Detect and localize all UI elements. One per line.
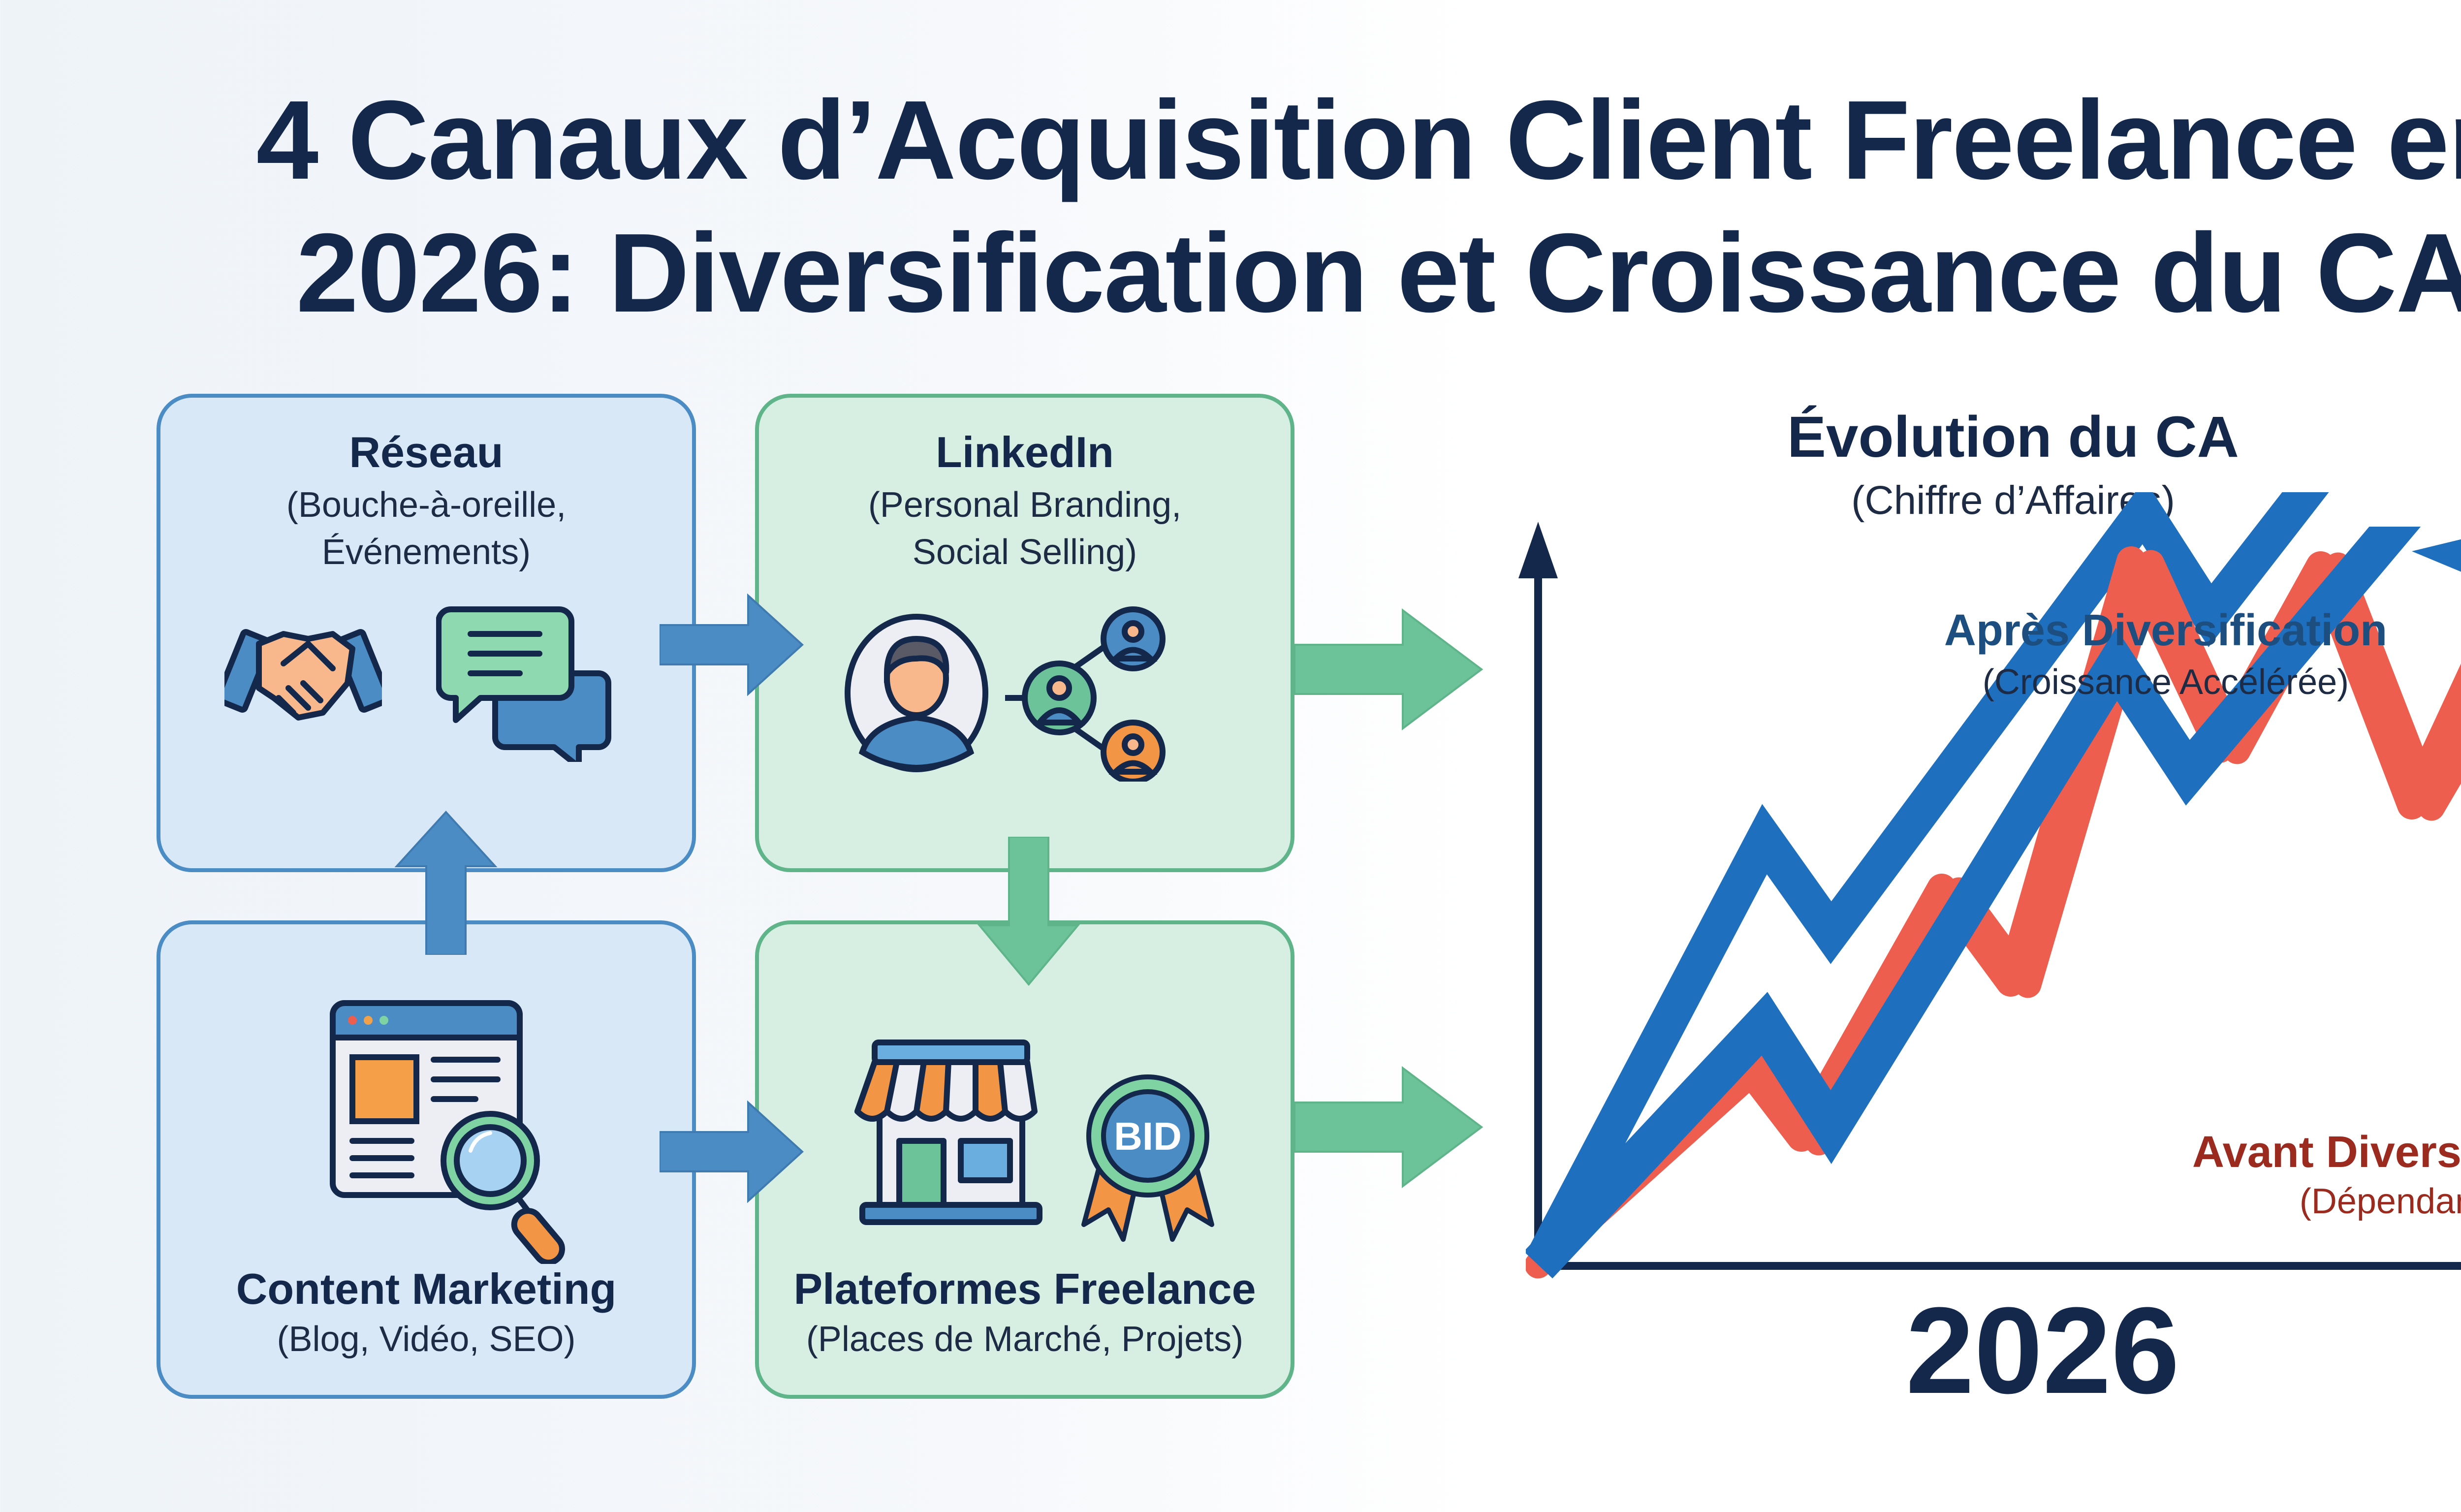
series-after-sub: (Croissance Accélérée) xyxy=(1982,662,2349,702)
channel-card-content-marketing: Content Marketing (Blog, Vidéo, SEO) xyxy=(157,920,696,1399)
arrow-content-to-reseau-icon xyxy=(394,811,498,955)
storefront-icon xyxy=(854,1040,1042,1225)
chart-axes xyxy=(1518,522,2461,1270)
channel-card-plateformes: BID Plateformes Freelance (Places de Mar… xyxy=(755,920,1294,1399)
person-avatar-icon xyxy=(845,614,988,772)
magnifier-icon xyxy=(441,1111,565,1264)
series-after-label: Après Diversification xyxy=(1944,606,2388,655)
after-arrowhead-icon xyxy=(2412,539,2461,572)
channel-card-linkedin: LinkedIn (Personal Branding, Social Sell… xyxy=(755,394,1294,872)
bid-badge-icon: BID xyxy=(1081,1074,1214,1242)
chart-title: Évolution du CA xyxy=(1787,405,2239,470)
arrow-reseau-to-linkedin-icon xyxy=(660,593,804,696)
handshake-icon xyxy=(224,629,382,721)
arrow-linkedin-to-chart-icon xyxy=(1294,608,1483,730)
channel-subtitle: (Bouche-à-oreille, Événements) xyxy=(160,481,692,576)
channel-title: Réseau xyxy=(349,428,504,476)
chart-series-overlay xyxy=(1526,527,2461,1279)
arrow-linkedin-to-plateformes-icon xyxy=(977,837,1080,986)
series-before-sub: (Dépendance) xyxy=(2299,1182,2461,1221)
bid-badge-text: BID xyxy=(1114,1114,1182,1158)
chat-bubbles-icon xyxy=(436,606,611,762)
page-title: 4 Canaux d’Acquisition Client Freelance … xyxy=(0,74,2461,340)
channel-subtitle: (Personal Branding, Social Selling) xyxy=(759,481,1291,576)
channel-subtitle-line: Social Selling) xyxy=(912,533,1137,572)
channel-subtitle-line: (Personal Branding, xyxy=(868,485,1182,525)
arrow-content-to-plateformes-icon xyxy=(660,1100,804,1203)
arrow-plateformes-to-chart-icon xyxy=(1294,1066,1483,1188)
channel-subtitle-line: Événements) xyxy=(321,533,531,572)
channel-subtitle: (Blog, Vidéo, SEO) xyxy=(277,1320,576,1359)
series-after-line xyxy=(1526,492,2329,1269)
channel-title: LinkedIn xyxy=(936,428,1114,476)
channel-subtitle: (Places de Marché, Projets) xyxy=(806,1320,1244,1359)
series-before-label: Avant Diversification xyxy=(2192,1128,2461,1177)
network-people-icon xyxy=(1005,606,1166,782)
x-axis-year-label: 2026 xyxy=(1905,1282,2180,1419)
title-line-2: 2026: Diversification et Croissance du C… xyxy=(296,211,2461,336)
channel-subtitle-line: (Bouche-à-oreille, xyxy=(286,485,567,525)
channel-title: Plateformes Freelance xyxy=(793,1264,1256,1313)
channel-card-reseau: Réseau (Bouche-à-oreille, Événements) xyxy=(157,394,696,872)
title-line-1: 4 Canaux d’Acquisition Client Freelance … xyxy=(256,78,2461,203)
channel-title: Content Marketing xyxy=(236,1264,617,1313)
